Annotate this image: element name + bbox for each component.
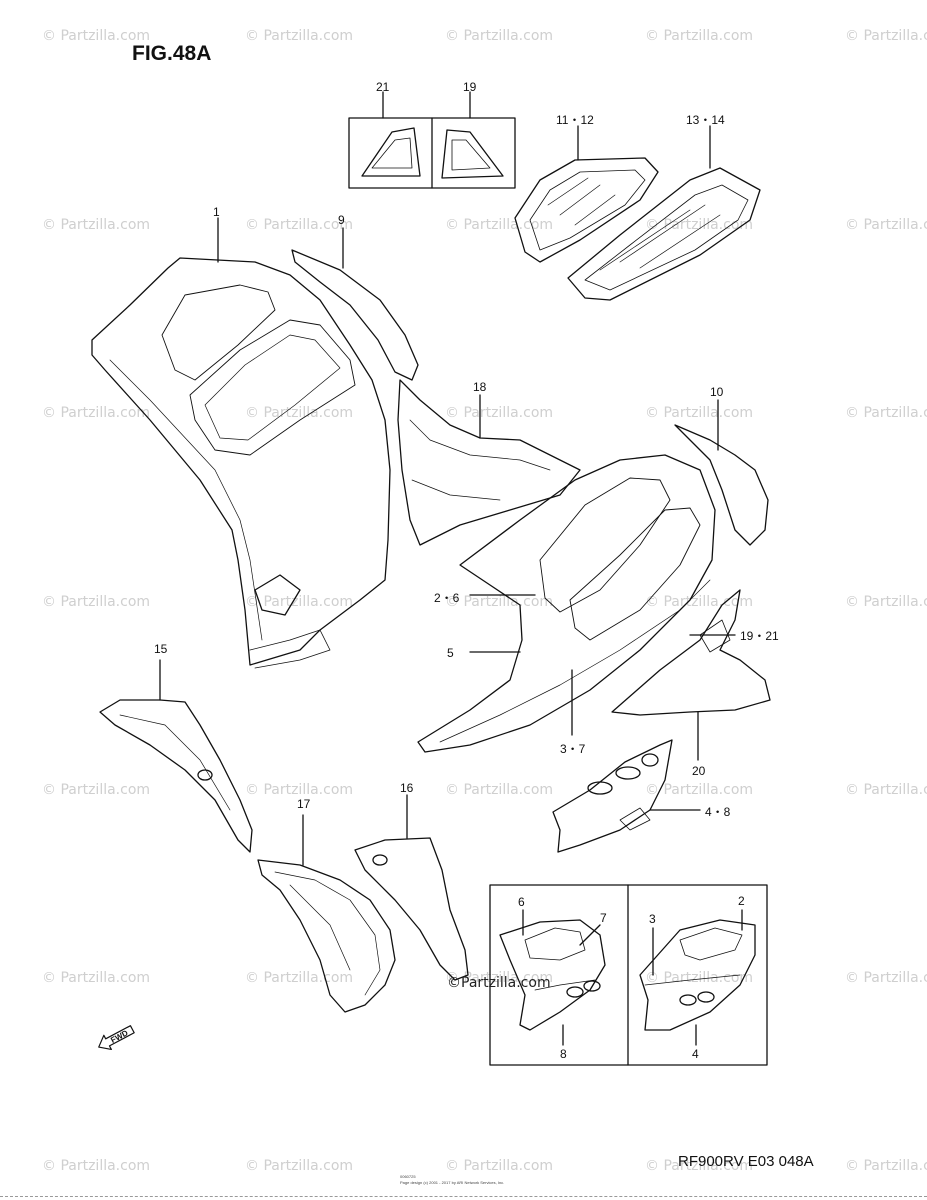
watermark-text: © Partzilla.com [845, 217, 927, 233]
parts-2-8-inset [489, 884, 768, 1066]
part-4-8 [552, 739, 701, 853]
watermark-text: © Partzilla.com [245, 782, 354, 798]
watermark-text: © Partzilla.com [42, 28, 151, 44]
watermark-text: © Partzilla.com [245, 217, 354, 233]
watermark-text: © Partzilla.com [245, 405, 354, 421]
part-17 [257, 814, 396, 1013]
callout-10: 10 [710, 385, 724, 399]
part-18 [397, 379, 581, 546]
watermark-text: © Partzilla.com [42, 1158, 151, 1174]
callout-19-21: 19・21 [740, 629, 779, 643]
callout-11-12: 11・12 [556, 113, 594, 127]
part-1-upper-cowl [91, 217, 391, 669]
footer-copyright: Page design (c) 2001 - 2017 by ARI Netwo… [400, 1180, 505, 1185]
callout-9: 9 [338, 213, 345, 227]
watermark-text: © Partzilla.com [445, 217, 554, 233]
part-9 [291, 227, 419, 381]
watermark-text: © Partzilla.com [445, 594, 554, 610]
watermark-text: © Partzilla.com [845, 1158, 927, 1174]
part-20 [611, 589, 771, 761]
callout-17: 17 [297, 797, 311, 811]
watermark-text: © Partzilla.com [645, 594, 754, 610]
inset-callout-4: 4 [692, 1047, 699, 1061]
footer-code: 0060725 [400, 1174, 416, 1179]
watermark-text: © Partzilla.com [645, 1158, 754, 1174]
inset-callout-3: 3 [649, 912, 656, 926]
part-16 [354, 794, 469, 981]
callout-15: 15 [154, 642, 168, 656]
watermark-text: © Partzilla.com [845, 970, 927, 986]
callout-13-14: 13・14 [686, 113, 725, 127]
watermark-text: © Partzilla.com [645, 405, 754, 421]
watermark-text: © Partzilla.com [645, 28, 754, 44]
part-21-19-inset [348, 91, 516, 189]
watermark-text: © Partzilla.com [445, 28, 554, 44]
part-10 [674, 399, 769, 546]
watermark-text: © Partzilla.com [42, 970, 151, 986]
inset-callout-7: 7 [600, 911, 607, 925]
callout-18: 18 [473, 380, 487, 394]
callout-21: 21 [376, 80, 390, 94]
watermark-text: © Partzilla.com [445, 970, 554, 986]
part-11-12 [514, 125, 659, 263]
watermark-text: © Partzilla.com [645, 217, 754, 233]
watermark-text: © Partzilla.com [42, 782, 151, 798]
forward-arrow: FWD [98, 1025, 135, 1051]
watermark-text: © Partzilla.com [445, 405, 554, 421]
watermark-text: © Partzilla.com [845, 405, 927, 421]
watermark-text: © Partzilla.com [245, 1158, 354, 1174]
callout-19: 19 [463, 80, 477, 94]
watermark-text: © Partzilla.com [42, 594, 151, 610]
inset-callout-2: 2 [738, 894, 745, 908]
watermark-text: © Partzilla.com [42, 405, 151, 421]
callout-16: 16 [400, 781, 414, 795]
watermark-text: © Partzilla.com [445, 782, 554, 798]
model-code: RF900RV E03 048A [678, 1153, 814, 1170]
figure-title: FIG.48A [132, 42, 212, 65]
callout-2-6: 2・6 [434, 591, 460, 605]
callout-3-7: 3・7 [560, 742, 586, 756]
inset-callout-6: 6 [518, 895, 525, 909]
watermark-text: © Partzilla.com [845, 782, 927, 798]
watermark-text: © Partzilla.com [42, 217, 151, 233]
part-13-14 [567, 125, 761, 301]
callout-5: 5 [447, 646, 454, 660]
watermark-text: © Partzilla.com [445, 1158, 554, 1174]
inset-callout-8: 8 [560, 1047, 567, 1061]
part-15 [99, 659, 253, 853]
watermark-text: © Partzilla.com [245, 28, 354, 44]
watermark-text: © Partzilla.com [845, 594, 927, 610]
center-watermark: ©Partzilla.com [447, 975, 551, 991]
callout-4-8: 4・8 [705, 805, 731, 819]
watermark-text: © Partzilla.com [845, 28, 927, 44]
part-5-lower-cowl [417, 454, 716, 753]
callout-20: 20 [692, 764, 706, 778]
callout-1: 1 [213, 205, 220, 219]
watermark-text: © Partzilla.com [645, 782, 754, 798]
bottom-divider [0, 1196, 927, 1197]
watermark-text: © Partzilla.com [245, 594, 354, 610]
